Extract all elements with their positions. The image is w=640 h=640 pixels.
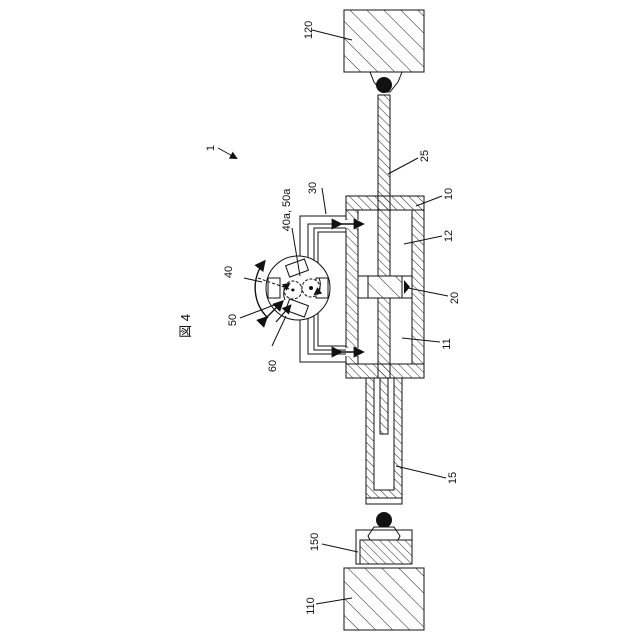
label-30: 30 <box>307 182 319 194</box>
label-40: 40 <box>223 266 235 278</box>
label-120: 120 <box>303 21 315 39</box>
gear-pump-unit <box>258 256 330 320</box>
label-40a-50a: 40a, 50a <box>281 188 293 232</box>
label-10: 10 <box>443 188 455 200</box>
label-110: 110 <box>305 597 317 615</box>
top-mount-block <box>344 10 424 72</box>
rod-housing <box>366 378 402 504</box>
system-pointer-arrow <box>218 148 236 158</box>
label-50: 50 <box>227 314 239 326</box>
label-60: 60 <box>267 360 279 372</box>
load-cell-block <box>356 530 412 564</box>
label-20: 20 <box>449 292 461 304</box>
base-block <box>344 568 424 630</box>
label-12: 12 <box>443 230 455 242</box>
label-1: 1 <box>205 145 217 151</box>
label-15: 15 <box>447 472 459 484</box>
piston <box>358 276 412 298</box>
rod-upper-segment <box>378 210 390 276</box>
figure-title: 図 4 <box>178 314 193 338</box>
label-150: 150 <box>309 533 321 551</box>
top-joint <box>370 72 402 93</box>
label-11: 11 <box>441 338 453 349</box>
rod-lower-segment <box>378 298 390 364</box>
label-25: 25 <box>419 150 431 162</box>
